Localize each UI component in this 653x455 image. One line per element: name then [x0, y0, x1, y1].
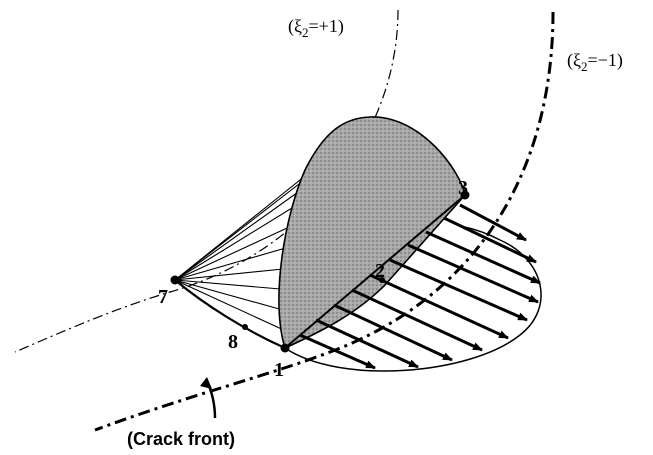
- node-3-dot: [460, 190, 470, 200]
- node-label-8: 8: [228, 331, 238, 353]
- edge-1-3: [284, 194, 466, 349]
- crack-front-leader-head: [200, 377, 212, 389]
- edge-7-1: [174, 279, 286, 350]
- node-7-dot: [170, 275, 180, 285]
- shaded-surface: [278, 116, 466, 350]
- node-1-dot: [280, 343, 290, 353]
- node-8-dot: [242, 324, 248, 330]
- flux-ellipse: [284, 225, 542, 372]
- node-2-dot: [379, 277, 385, 283]
- node-label-2: 2: [375, 260, 385, 282]
- xi-minus-label: (ξ2=−1): [567, 50, 623, 74]
- flux-arrows: [299, 203, 541, 370]
- crack-front-curve: [94, 11, 555, 432]
- node-label-7: 7: [158, 286, 168, 308]
- node-label-3: 3: [458, 177, 468, 199]
- xi-plus-label: (ξ2=+1): [288, 16, 344, 40]
- crack-front-label: (Crack front): [127, 429, 235, 449]
- node-label-1: 1: [274, 359, 284, 381]
